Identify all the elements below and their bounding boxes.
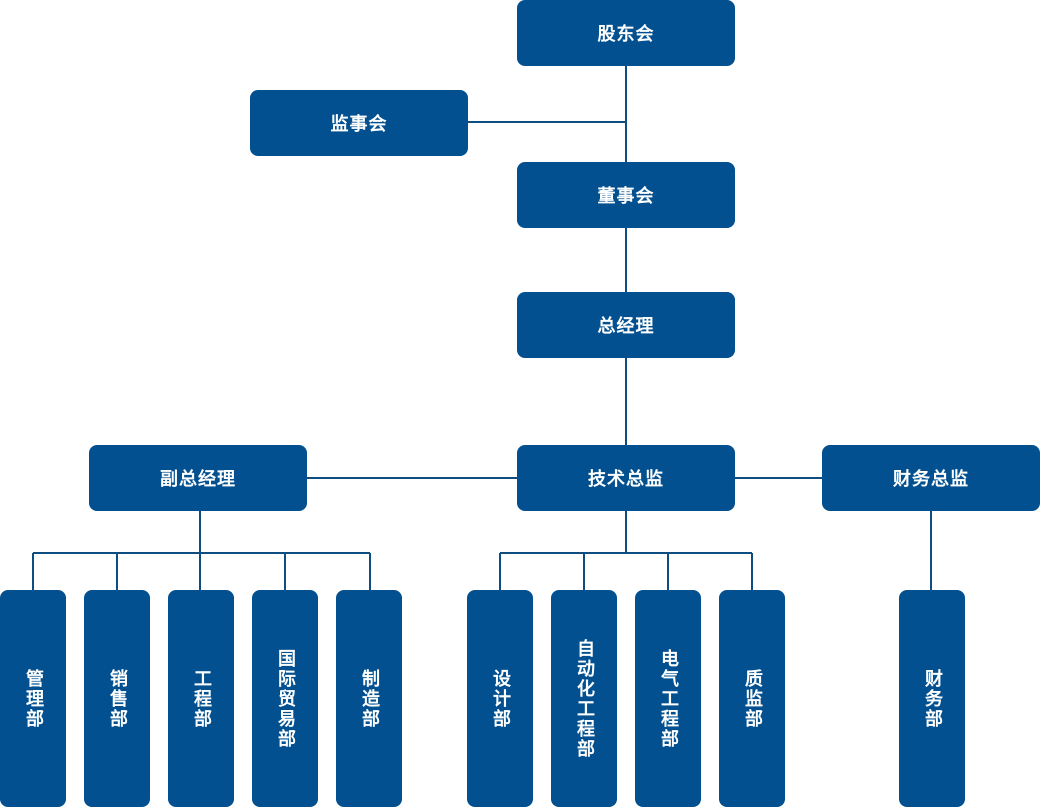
node-shareholders: 股东会 bbox=[517, 0, 735, 66]
node-finance-director: 财务总监 bbox=[822, 445, 1040, 511]
dept-electrical-engineering: 电气工程部 bbox=[635, 590, 701, 807]
node-supervisory-board: 监事会 bbox=[250, 90, 468, 156]
dept-quality-supervision: 质监部 bbox=[719, 590, 785, 807]
node-deputy-general-manager: 副总经理 bbox=[89, 445, 307, 511]
node-technical-director: 技术总监 bbox=[517, 445, 735, 511]
node-board-of-directors: 董事会 bbox=[517, 162, 735, 228]
dept-management: 管理部 bbox=[0, 590, 66, 807]
dept-engineering: 工程部 bbox=[168, 590, 234, 807]
dept-finance: 财务部 bbox=[899, 590, 965, 807]
node-general-manager: 总经理 bbox=[517, 292, 735, 358]
dept-automation-engineering: 自动化工程部 bbox=[551, 590, 617, 807]
dept-sales: 销售部 bbox=[84, 590, 150, 807]
dept-manufacturing: 制造部 bbox=[336, 590, 402, 807]
dept-design: 设计部 bbox=[467, 590, 533, 807]
dept-international-trade: 国际贸易部 bbox=[252, 590, 318, 807]
